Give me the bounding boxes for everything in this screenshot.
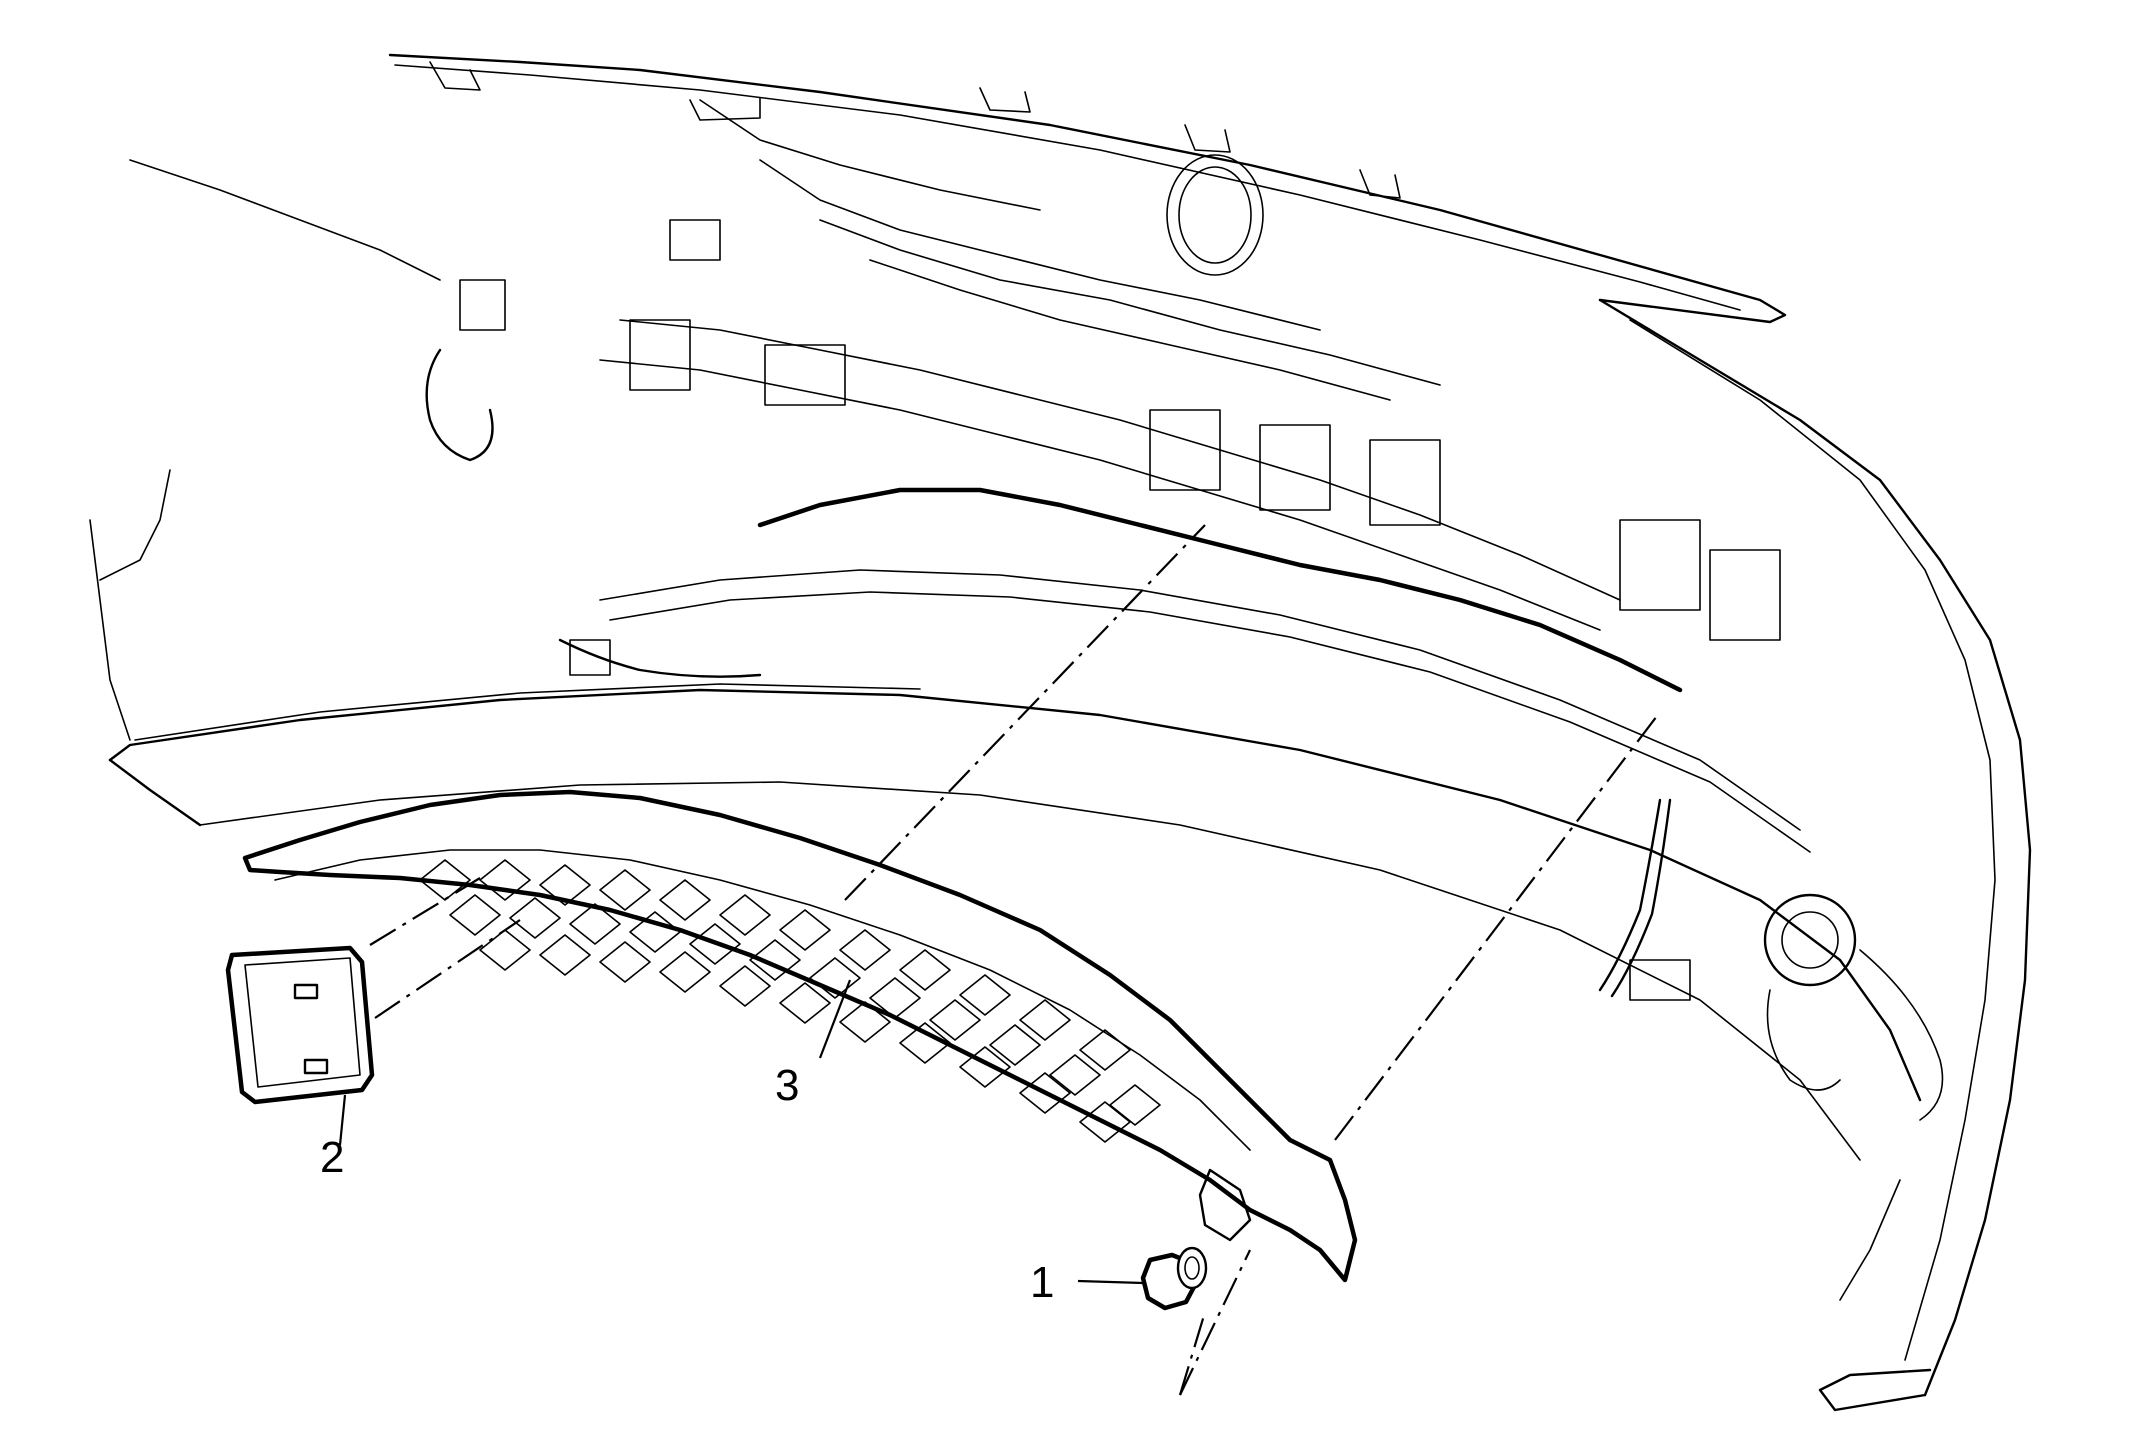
callout-label-2: 2 [320,1133,344,1182]
assembly-line-fastener-lower [1178,1311,1207,1396]
assembly-line-grille-right [1334,711,1661,1141]
assembly-line-grille-center [844,524,1206,901]
callout-labels: 1 2 3 [320,1061,1054,1307]
cover-part [225,945,375,1105]
callout-leaders [338,979,1144,1285]
assembly-line-cover-lower [374,919,521,1019]
assembly-lines [369,524,1661,1396]
callout-leader-2 [338,1094,347,1146]
callout-label-3: 3 [775,1061,799,1110]
callout-leader-3 [818,979,852,1059]
lower-grille [242,789,1358,1283]
fastener-part [1140,1246,1208,1311]
assembly-line-fastener-upper [1179,1249,1251,1396]
callout-label-1: 1 [1030,1258,1054,1307]
callout-leader-1 [1077,1279,1144,1285]
bumper-fascia [89,53,2032,1412]
assembly-line-cover-upper [369,877,481,946]
